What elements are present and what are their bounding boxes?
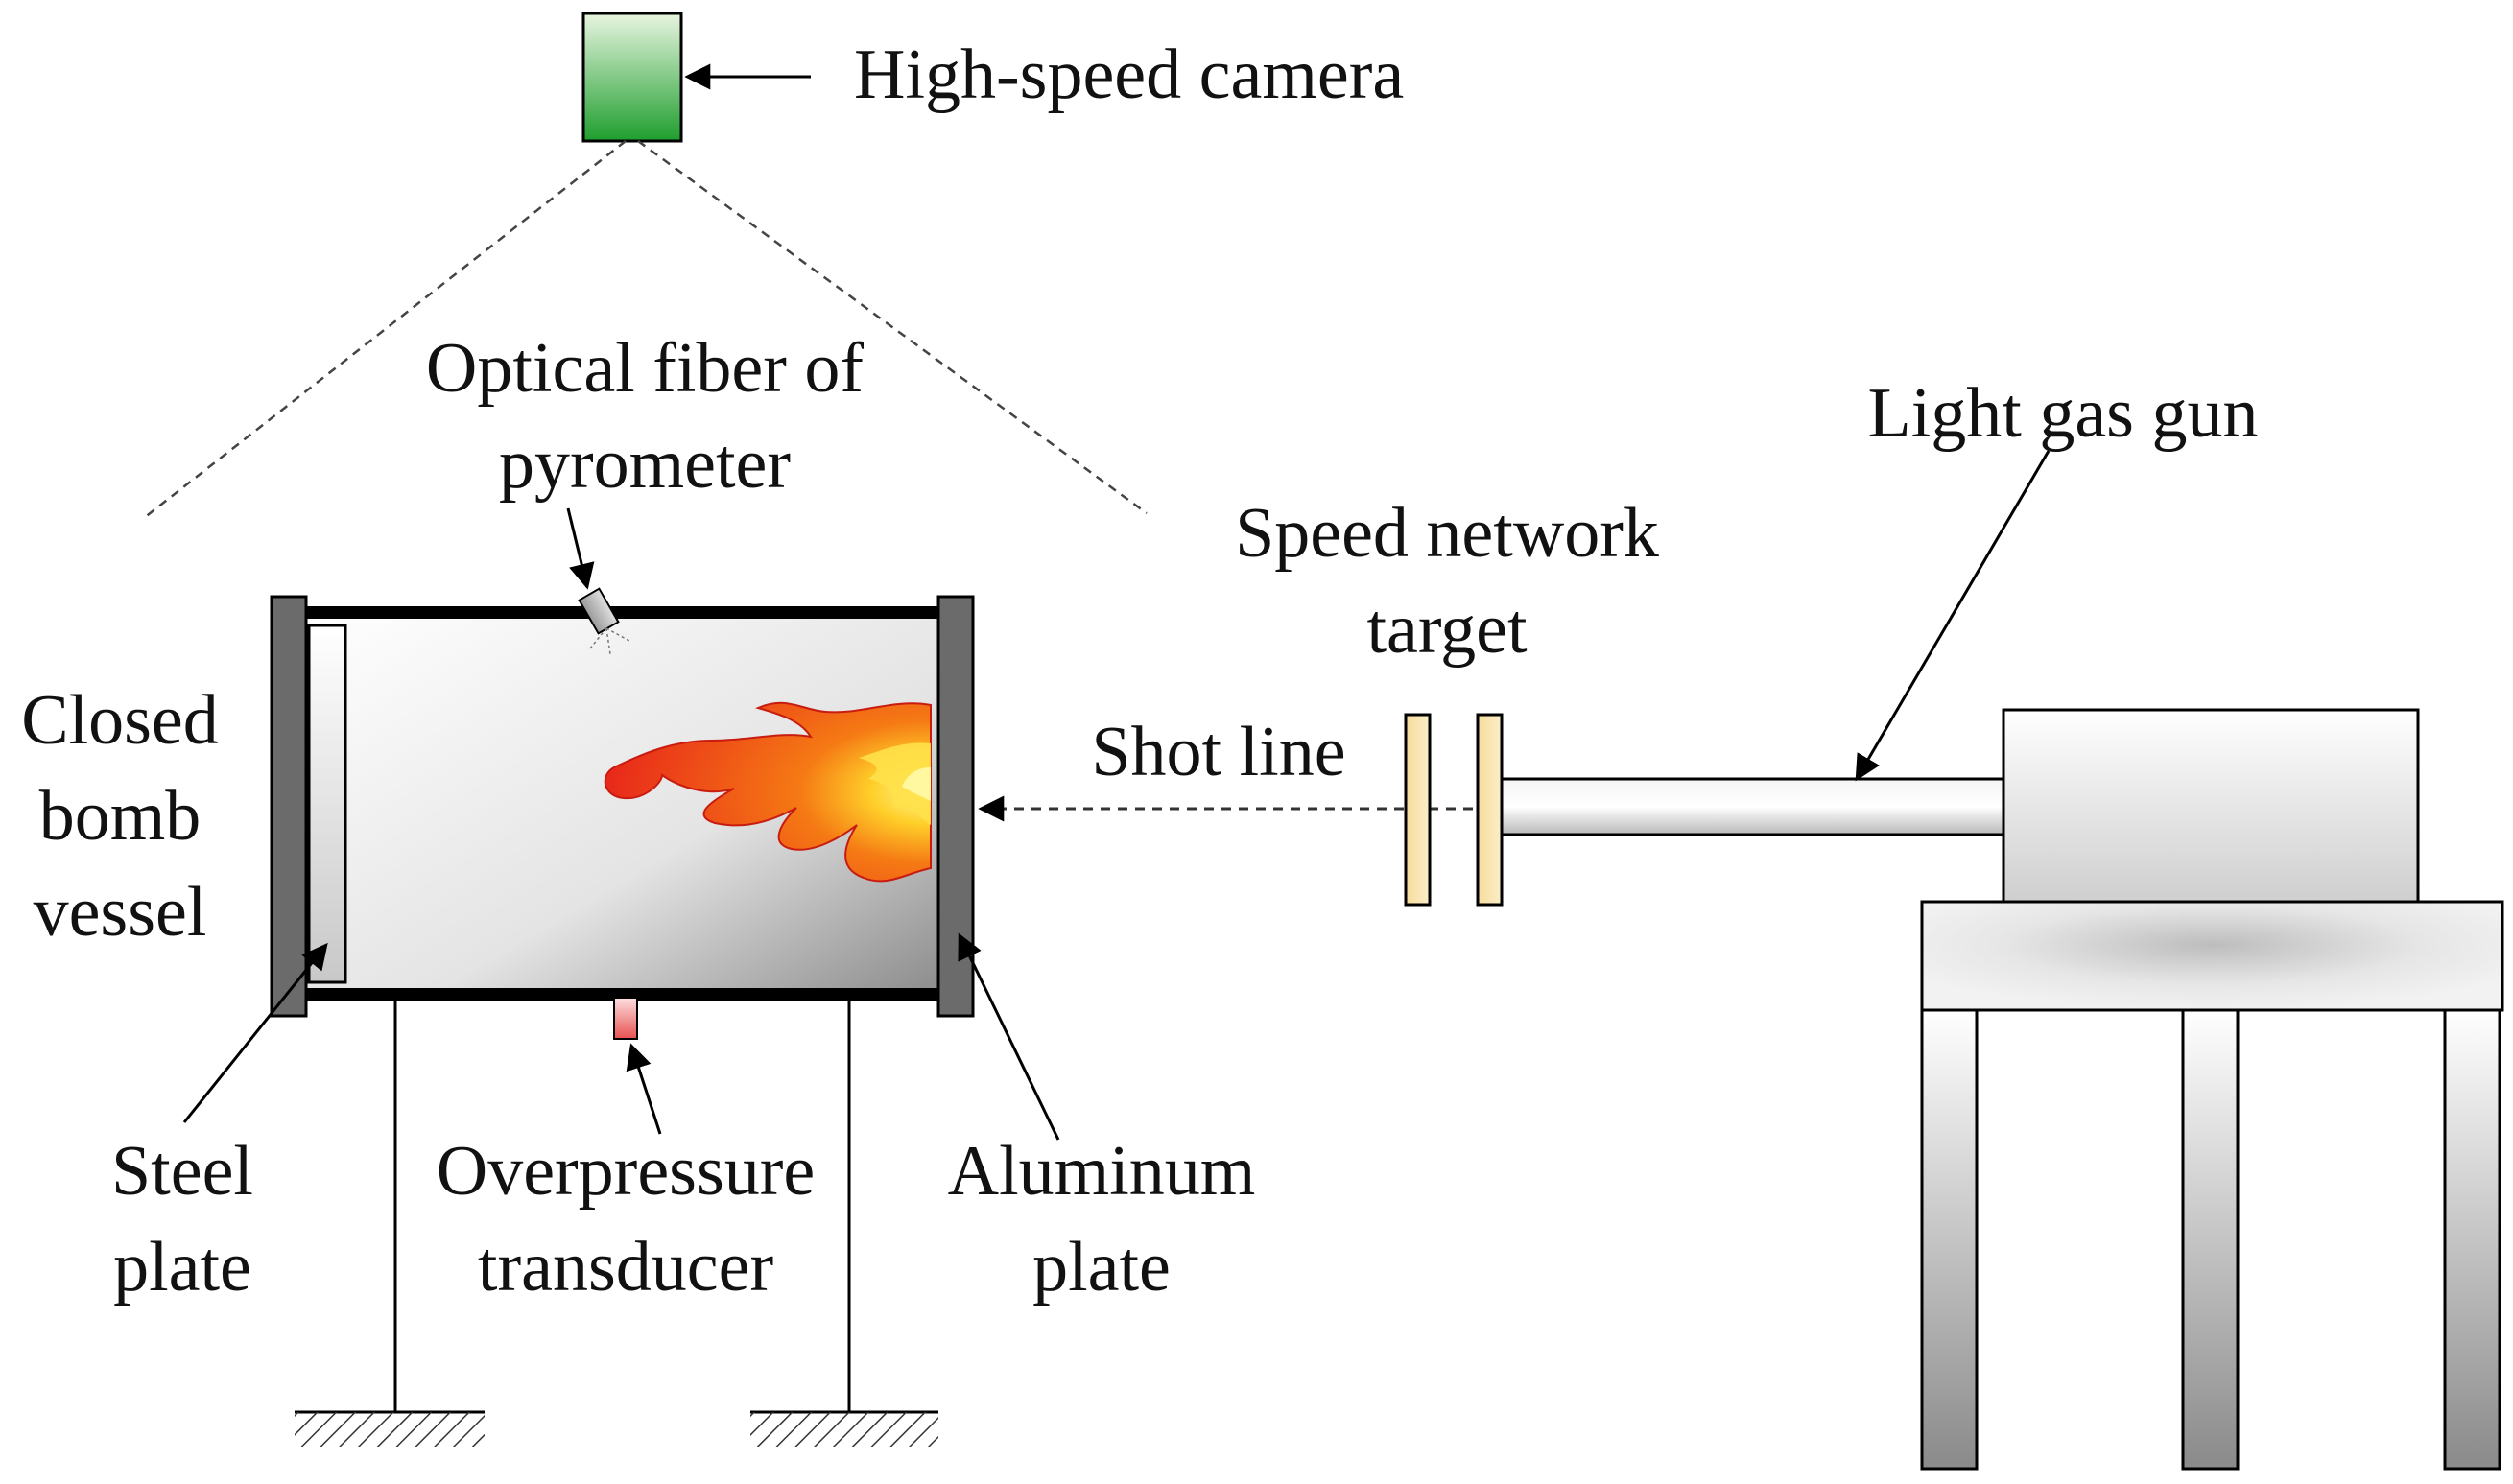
fiber-arrow [566,507,595,590]
fiber-label-line2: pyrometer [499,425,791,504]
camera-label: High-speed camera [854,35,1404,114]
vessel-left-flange [270,595,308,1018]
ground-hatch-icon [295,1412,485,1447]
gun-arrow [1855,450,2051,782]
transducer-label-line2: transducer [478,1228,773,1307]
vessel-label-line2: bomb [39,777,202,856]
vessel-label-line1: Closed [21,681,219,760]
gun-table-top [1920,900,2504,1012]
shot-line-label: Shot line [1091,713,1345,791]
steel-label-line1: Steel [111,1132,253,1211]
vessel-top-wall [305,606,940,619]
gun-barrel [1500,777,2005,836]
optical-fiber-icon [578,587,630,655]
aluminum-plate [936,595,975,1018]
transducer-label-line1: Overpressure [437,1132,816,1211]
flame-icon [604,701,932,883]
fiber-label-line1: Optical fiber of [426,329,864,408]
speed-target-label-line2: target [1366,590,1528,669]
steel-label-line2: plate [113,1228,251,1307]
camera-icon [581,12,683,143]
ground-hatch-icon [750,1412,938,1447]
speed-target-2 [1476,713,1504,907]
vessel-label-line3: vessel [34,873,207,952]
gun-label: Light gas gun [1868,374,2259,453]
transducer-arrow [626,1043,662,1135]
camera-fov-left [143,140,627,519]
aluminum-label-line1: Aluminum [948,1132,1256,1211]
speed-target-label-line1: Speed network [1235,494,1659,573]
speed-target-1 [1404,713,1432,907]
gun-table-leg-middle [2181,1008,2240,1471]
pressure-sensor-icon [613,997,638,1040]
gun-table-leg-right [2443,1008,2501,1471]
aluminum-plate-arrow [958,932,1060,1141]
steel-plate [307,624,347,984]
vessel-bottom-wall [305,988,940,1001]
aluminum-label-line2: plate [1032,1228,1171,1307]
steel-plate-arrow [182,942,328,1123]
gun-table-leg-left [1920,1008,1979,1471]
camera-fov-right [637,139,1148,515]
gun-body [2002,708,2420,904]
